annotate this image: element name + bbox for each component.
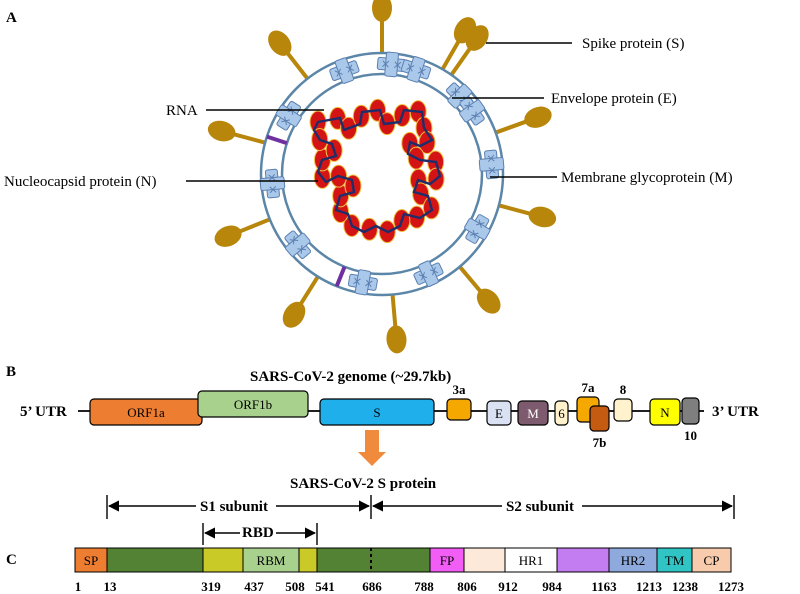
- domain: [202, 547, 244, 573]
- gene-e: E: [486, 400, 512, 426]
- position-label: 984: [542, 579, 562, 594]
- domain-sp: SP: [74, 547, 108, 573]
- domain-label: RBM: [257, 553, 286, 568]
- gene-n: N: [649, 398, 681, 426]
- gene-6: 6: [554, 400, 569, 426]
- s-protein-domains: SP RBM FP HR1 HR2 TM CP: [74, 547, 732, 573]
- domain-cp: CP: [691, 547, 732, 573]
- envelope-protein: [266, 134, 288, 146]
- s2-subunit-label: S2 subunit: [506, 499, 574, 515]
- spike-protein: [268, 30, 311, 82]
- domain: [556, 547, 610, 573]
- spike-protein: [282, 273, 321, 328]
- position-label: 1238: [672, 579, 699, 594]
- rbd-label: RBD: [242, 525, 274, 541]
- label-spike-protein: Spike protein (S): [582, 36, 685, 52]
- virion: [207, 0, 557, 354]
- domain-label: CP: [704, 553, 720, 568]
- spike-protein: [496, 202, 557, 228]
- spike-protein: [207, 120, 268, 146]
- utr5-label: 5’ UTR: [20, 404, 67, 420]
- position-label: 13: [104, 579, 118, 594]
- position-label: 686: [362, 579, 382, 594]
- position-label: 806: [457, 579, 477, 594]
- domain: [106, 547, 204, 573]
- domain-label: HR1: [519, 553, 544, 568]
- gene-s: S: [319, 398, 435, 426]
- domain: [316, 547, 431, 573]
- label-nucleocapsid-protein: Nucleocapsid protein (N): [4, 174, 156, 190]
- gene-label: N: [660, 405, 670, 420]
- panel-label-a: A: [6, 10, 17, 26]
- position-label: 1213: [636, 579, 663, 594]
- virion-callouts: [186, 42, 572, 182]
- spike-protein: [372, 0, 392, 55]
- position-label: 1163: [591, 579, 617, 594]
- domain: [463, 547, 506, 573]
- position-label: 508: [285, 579, 305, 594]
- gene-m: M: [517, 400, 549, 426]
- gene-8: 8: [613, 382, 633, 422]
- domain-label: TM: [665, 553, 685, 568]
- position-label: 788: [414, 579, 434, 594]
- gene-label: 7b: [593, 435, 607, 450]
- spike-protein: [448, 25, 489, 78]
- domain-label: SP: [84, 553, 98, 568]
- domain-tm: TM: [656, 547, 693, 573]
- utr3-label: 3’ UTR: [712, 404, 759, 420]
- gene-label: S: [373, 405, 380, 420]
- gene-label: 7a: [582, 380, 596, 395]
- envelope-protein: [334, 265, 347, 287]
- domain: [298, 547, 318, 573]
- gene-label: M: [527, 406, 539, 421]
- gene-label: 6: [558, 406, 565, 421]
- position-label: 541: [315, 579, 335, 594]
- panel-label-c: C: [6, 552, 17, 568]
- domain-hr2: HR2: [608, 547, 658, 573]
- position-label: 319: [201, 579, 221, 594]
- spike-protein: [493, 106, 552, 136]
- position-label: 437: [244, 579, 264, 594]
- spike-proteins: [207, 0, 557, 354]
- gene-label: 8: [620, 382, 627, 397]
- gene-label: E: [495, 406, 503, 421]
- expression-arrow: [358, 430, 386, 466]
- domain-hr1: HR1: [504, 547, 558, 573]
- spike-protein: [214, 216, 273, 247]
- position-label: 1: [75, 579, 82, 594]
- label-rna: RNA: [166, 103, 198, 119]
- spike-protein: [456, 263, 501, 314]
- gene-label: ORF1a: [127, 405, 165, 420]
- domain-fp: FP: [429, 547, 465, 573]
- gene-orf1b: ORF1b: [197, 390, 309, 418]
- protein-title: SARS-CoV-2 S protein: [290, 476, 437, 492]
- gene-7b: 7b: [589, 405, 610, 450]
- gene-label: ORF1b: [234, 397, 272, 412]
- domain-label: FP: [440, 553, 454, 568]
- gene-3a: 3a: [446, 382, 472, 421]
- label-envelope-protein: Envelope protein (E): [551, 91, 677, 107]
- s1-subunit-label: S1 subunit: [200, 499, 268, 515]
- genome-title: SARS-CoV-2 genome (~29.7kb): [250, 369, 451, 385]
- residue-positions: 1 13 319 437 508 541 686 788 806 912 984 1163 1213 12…: [75, 579, 745, 594]
- gene-orf1a: ORF1a: [89, 398, 203, 426]
- gene-10: 10: [681, 397, 700, 443]
- position-label: 912: [498, 579, 518, 594]
- spike-protein: [386, 292, 407, 354]
- domain-label: HR2: [621, 553, 646, 568]
- label-membrane-glycoprotein: Membrane glycoprotein (M): [561, 170, 733, 186]
- rna-strand: [312, 108, 442, 234]
- gene-label: 3a: [453, 382, 467, 397]
- position-label: 1273: [718, 579, 745, 594]
- domain-rbm: RBM: [242, 547, 300, 573]
- panel-label-b: B: [6, 364, 16, 380]
- gene-label: 10: [684, 428, 697, 443]
